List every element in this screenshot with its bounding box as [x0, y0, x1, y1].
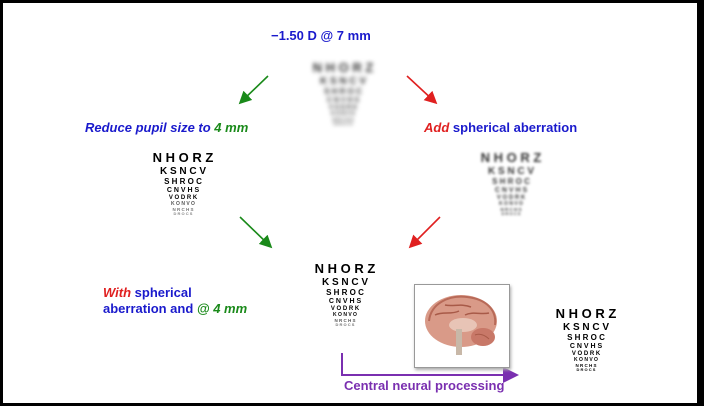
slide: −1.50 D @ 7 mm Reduce pupil size to 4 mm… [3, 3, 697, 403]
neural-label: Central neural processing [344, 378, 504, 393]
arrow-top-left [241, 76, 268, 102]
title: −1.50 D @ 7 mm [271, 28, 371, 43]
brain-image [414, 284, 510, 368]
arrow-top-right [407, 76, 435, 102]
eye-chart-center: N H O R Z K S N C V S H R O C C N V H S … [297, 262, 393, 328]
eye-chart-final: N H O R Z K S N C V S H R O C C N V H S … [537, 307, 635, 373]
right-label: Add spherical aberration [424, 120, 577, 135]
eye-chart-top: N H O R Z K S N C V S H R O C C N V H S … [297, 61, 389, 127]
arrow-bottom-right [411, 217, 440, 246]
brain-icon [415, 285, 509, 367]
bottom-left-label: With spherical aberration and @ 4 mm [103, 285, 247, 317]
left-label: Reduce pupil size to 4 mm [85, 120, 248, 135]
eye-chart-left: N H O R Z K S N C V S H R O C C N V H S … [135, 151, 231, 217]
eye-chart-right: N H O R Z K S N C V S H R O C C N V H S … [463, 151, 559, 217]
arrow-bottom-left [240, 217, 270, 246]
